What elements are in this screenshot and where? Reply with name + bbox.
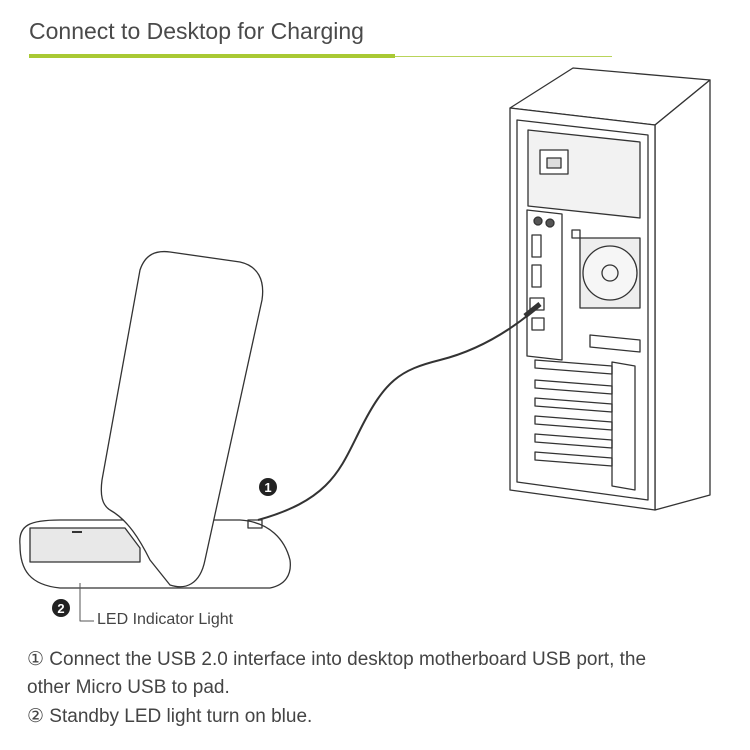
io-panel [526,209,641,361]
led-leader-line [79,583,94,622]
usb-plug [523,302,542,318]
svg-text:1: 1 [264,480,271,495]
page-title: Connect to Desktop for Charging [29,18,364,44]
expansion-slots [534,359,636,491]
case-fan [579,237,641,309]
marker-1: 1 [259,478,277,496]
instruction-line-3: ② Standby LED light turn on blue. [27,706,313,727]
usb-cable [257,311,533,521]
wireless-charger [19,250,291,589]
instruction-line-1: ① Connect the USB 2.0 interface into des… [27,649,647,670]
title-underline-rule [395,56,612,57]
marker-2: 2 [52,599,70,617]
usb-port [529,297,545,311]
led-indicator-label: LED Indicator Light [97,611,234,628]
title-underline-accent [29,54,395,58]
power-supply [527,129,641,219]
desktop-tower [509,67,711,511]
svg-text:2: 2 [57,601,64,616]
instruction-line-2: other Micro USB to pad. [27,677,230,698]
